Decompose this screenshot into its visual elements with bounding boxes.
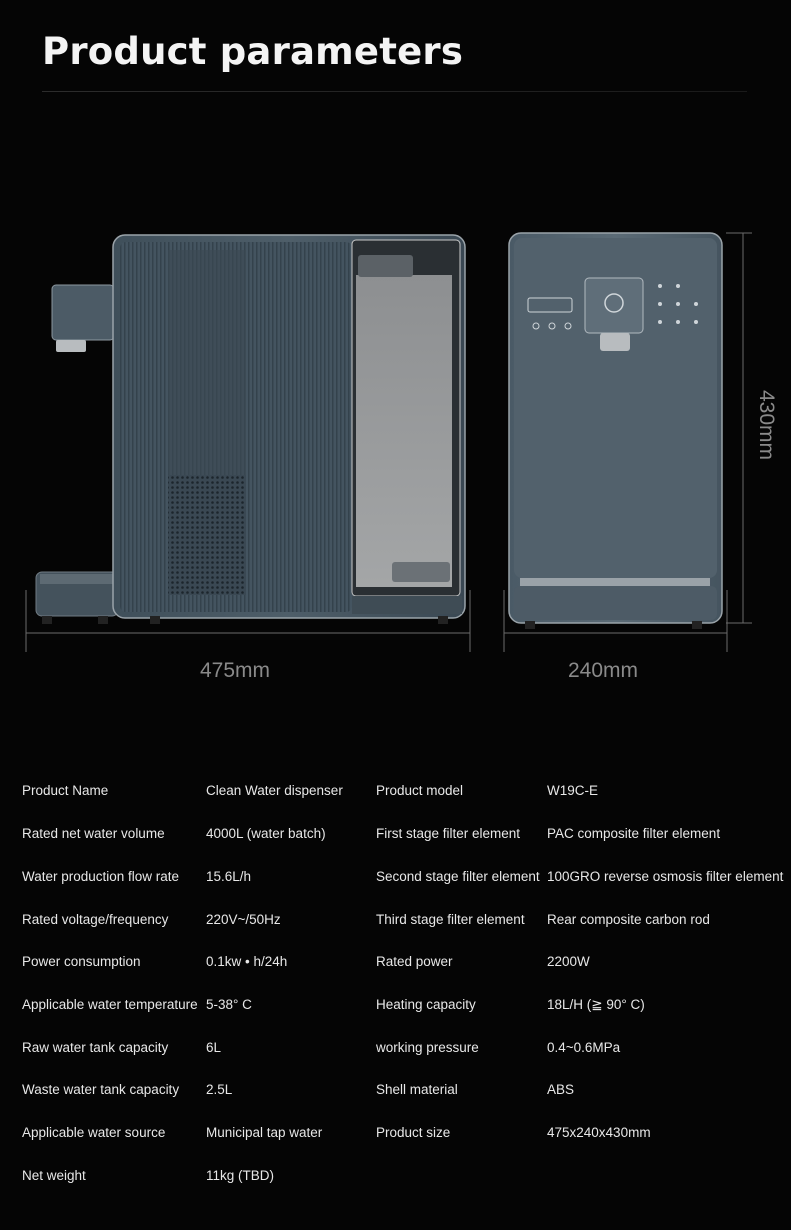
- param-row: Raw water tank capacity 6L working press…: [0, 1040, 791, 1064]
- param-label: Water production flow rate: [22, 869, 180, 884]
- param-value: 18L/H (≧ 90° C): [547, 997, 645, 1012]
- param-row: Net weight 11kg (TBD): [0, 1168, 791, 1192]
- param-label: Third stage filter element: [376, 912, 525, 927]
- param-value: 4000L (water batch): [206, 826, 326, 841]
- param-value: 220V~/50Hz: [206, 912, 281, 927]
- param-value: Municipal tap water: [206, 1125, 323, 1140]
- param-value: 2.5L: [206, 1082, 233, 1097]
- param-row: Rated net water volume 4000L (water batc…: [0, 826, 791, 850]
- param-label: Rated net water volume: [22, 826, 165, 841]
- param-value: PAC composite filter element: [547, 826, 721, 841]
- param-label: Second stage filter element: [376, 869, 540, 884]
- param-value: 100GRO reverse osmosis filter element: [547, 869, 784, 884]
- depth-dimension-label: 240mm: [568, 659, 639, 682]
- param-label: Product model: [376, 783, 464, 798]
- width-dimension-label: 475mm: [200, 659, 271, 682]
- param-label: First stage filter element: [376, 826, 521, 841]
- param-label: Applicable water temperature: [22, 997, 198, 1012]
- title-divider: [42, 91, 747, 92]
- product-illustration: [25, 232, 752, 652]
- param-value: 0.4~0.6MPa: [547, 1040, 621, 1055]
- param-value: 6L: [206, 1040, 222, 1055]
- param-value: 11kg (TBD): [206, 1168, 275, 1183]
- param-label: Heating capacity: [376, 997, 476, 1012]
- param-row: Product Name Clean Water dispenser Produ…: [0, 783, 791, 807]
- param-label: working pressure: [376, 1040, 479, 1055]
- param-label: Shell material: [376, 1082, 458, 1097]
- param-label: Applicable water source: [22, 1125, 166, 1140]
- param-row: Power consumption 0.1kw • h/24h Rated po…: [0, 954, 791, 978]
- param-row: Water production flow rate 15.6L/h Secon…: [0, 869, 791, 893]
- param-value: Clean Water dispenser: [206, 783, 343, 798]
- product-illustration-area: 475mm 240mm 430mm: [25, 232, 778, 682]
- param-value: ABS: [547, 1082, 575, 1097]
- param-row: Rated voltage/frequency 220V~/50Hz Third…: [0, 912, 791, 936]
- param-label: Product Name: [22, 783, 109, 798]
- param-label: Power consumption: [22, 954, 141, 969]
- param-label: Product size: [376, 1125, 451, 1140]
- param-row: Waste water tank capacity 2.5L Shell mat…: [0, 1082, 791, 1106]
- param-value: 2200W: [547, 954, 590, 969]
- param-label: Rated power: [376, 954, 453, 969]
- param-value: W19C-E: [547, 783, 599, 798]
- param-value: 475x240x430mm: [547, 1125, 651, 1140]
- height-dimension-label: 430mm: [755, 390, 778, 461]
- param-value: 5-38° C: [206, 997, 252, 1012]
- param-value: Rear composite carbon rod: [547, 912, 710, 927]
- side-view: [25, 234, 471, 652]
- param-value: 0.1kw • h/24h: [206, 954, 288, 969]
- page-title: Product parameters: [42, 30, 464, 73]
- param-value: 15.6L/h: [206, 869, 252, 884]
- param-label: Net weight: [22, 1168, 86, 1183]
- param-row: Applicable water source Municipal tap wa…: [0, 1125, 791, 1149]
- param-label: Waste water tank capacity: [22, 1082, 180, 1097]
- param-row: Applicable water temperature 5-38° C Hea…: [0, 997, 791, 1021]
- param-label: Rated voltage/frequency: [22, 912, 169, 927]
- front-view: [503, 232, 752, 652]
- param-label: Raw water tank capacity: [22, 1040, 169, 1055]
